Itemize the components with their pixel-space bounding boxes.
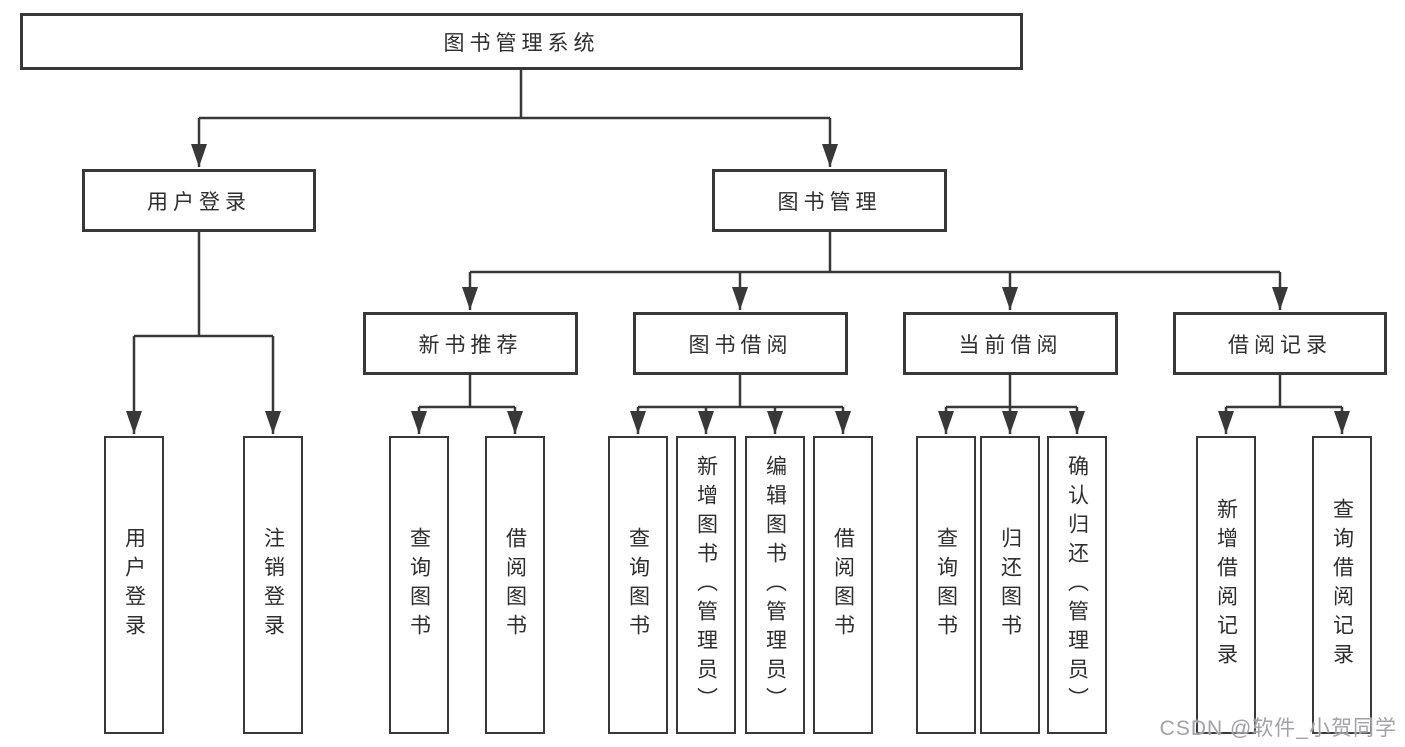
- node-borrowing-records: 借阅记录: [1173, 312, 1387, 375]
- node-current-borrowing: 当前借阅: [903, 312, 1118, 375]
- leaf-user-login: 用户登录: [104, 436, 164, 734]
- leaf-confirm-return-admin: 确认归还（管理员）: [1047, 436, 1107, 734]
- leaf-query-books-recommend: 查询图书: [389, 436, 449, 734]
- connector-trunks: [134, 68, 1342, 409]
- leaf-add-borrow-record: 新增借阅记录: [1196, 436, 1256, 734]
- leaf-query-books-current: 查询图书: [916, 436, 976, 734]
- node-book-borrowing: 图书借阅: [633, 312, 848, 375]
- leaf-borrow-books-recommend: 借阅图书: [485, 436, 545, 734]
- leaf-query-books-borrowing: 查询图书: [608, 436, 668, 734]
- leaf-logout-login: 注销登录: [243, 436, 303, 734]
- leaf-edit-books-admin: 编辑图书（管理员）: [745, 436, 805, 734]
- node-library-system: 图书管理系统: [20, 13, 1023, 70]
- leaf-return-books: 归还图书: [980, 436, 1040, 734]
- leaf-borrow-books-borrowing: 借阅图书: [813, 436, 873, 734]
- leaf-add-books-admin: 新增图书（管理员）: [676, 436, 736, 734]
- leaf-query-borrow-record: 查询借阅记录: [1312, 436, 1372, 734]
- node-user-login: 用户登录: [82, 169, 316, 232]
- csdn-watermark: CSDN @软件_小贺同学: [1159, 717, 1397, 740]
- node-new-book-recommend: 新书推荐: [363, 312, 578, 375]
- node-book-management: 图书管理: [712, 169, 947, 232]
